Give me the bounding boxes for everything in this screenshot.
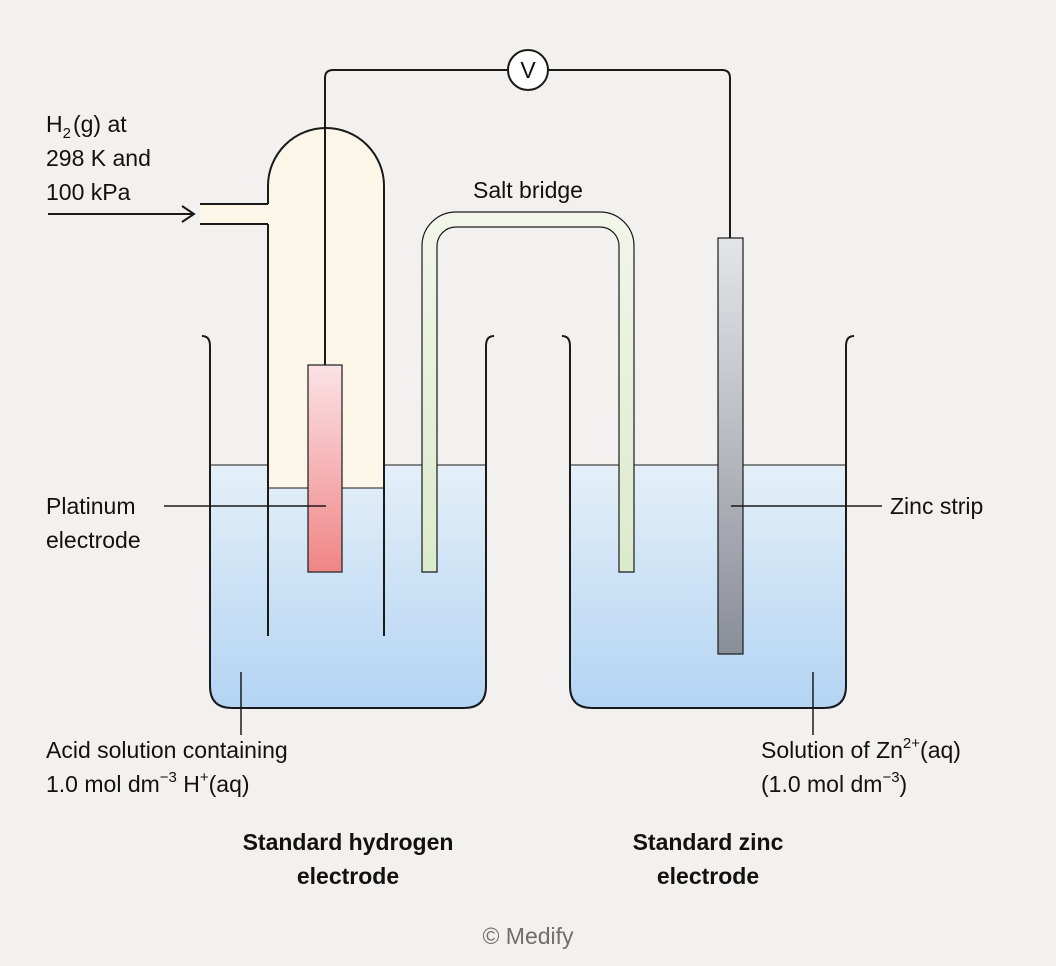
zinc-strip xyxy=(717,237,744,655)
platinum-electrode xyxy=(307,364,343,573)
she-title-line1: Standard hydrogen xyxy=(243,829,454,855)
zinc-strip-label: Zinc strip xyxy=(890,493,983,519)
zinc-solution-label-line1: Solution of Zn2+(aq) xyxy=(761,735,961,763)
copyright-credit: © Medify xyxy=(482,923,574,949)
voltmeter xyxy=(507,49,549,91)
acid-solution-label-line1: Acid solution containing xyxy=(46,737,288,763)
zinc-title-line2: electrode xyxy=(657,863,759,889)
she-title-line2: electrode xyxy=(297,863,399,889)
acid-solution xyxy=(209,464,487,709)
hydrogen-conditions-line2: 298 K and xyxy=(46,145,151,171)
voltmeter-symbol: V xyxy=(520,57,536,83)
gas-inlet-tube xyxy=(200,204,268,224)
platinum-label-line2: electrode xyxy=(46,527,141,553)
acid-solution-label-line2: 1.0 mol dm−3 H+(aq) xyxy=(46,769,250,797)
zinc-solution-label-line2: (1.0 mol dm−3) xyxy=(761,769,907,797)
circuit-wire xyxy=(324,69,731,365)
hydrogen-conditions-line3: 100 kPa xyxy=(46,179,131,205)
left-beaker xyxy=(201,335,495,709)
salt-bridge xyxy=(421,211,635,573)
platinum-label-line1: Platinum xyxy=(46,493,135,519)
hydrogen-gas-label: H2(g) at xyxy=(46,111,127,142)
zinc-ion-solution xyxy=(569,464,847,709)
zinc-title-line1: Standard zinc xyxy=(633,829,784,855)
salt-bridge-label: Salt bridge xyxy=(473,177,583,203)
right-beaker xyxy=(561,335,855,709)
hydrogen-inlet-arrowhead xyxy=(181,205,196,223)
